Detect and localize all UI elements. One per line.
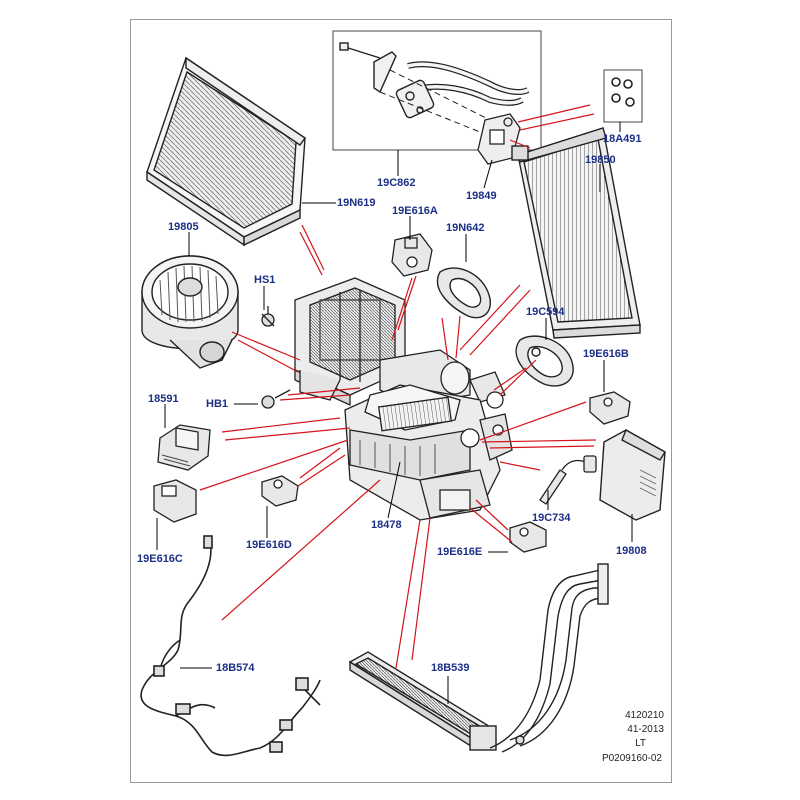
evaporator-icon: [511, 127, 641, 339]
callout-19e616b: 19E616B: [583, 348, 629, 360]
seal-19c594-icon: [515, 335, 574, 387]
expansion-valve-icon: [477, 113, 521, 165]
cabin-filter-icon: [146, 56, 306, 247]
reference-line-3: LT: [635, 738, 646, 749]
black-leader-lines: [156, 122, 633, 704]
callout-19805: 19805: [168, 221, 199, 233]
actuator-19e616c-icon: [153, 479, 197, 523]
blower-resistor-icon: [157, 424, 211, 471]
reference-line-4: P0209160-02: [601, 753, 662, 764]
temperature-sensor-icon: [539, 455, 597, 505]
wiring-harness-icon: [140, 535, 321, 757]
callout-18591: 18591: [148, 393, 179, 405]
callout-19n619: 19N619: [337, 197, 376, 209]
reference-line-2: 41-2013: [627, 724, 664, 735]
hvac-main-housing-icon: [344, 384, 513, 521]
actuator-19e616e-icon: [509, 521, 547, 553]
callout-19e616c: 19E616C: [137, 553, 183, 565]
heater-core-icon: [348, 651, 497, 751]
seal-19n642-icon: [436, 267, 491, 319]
callout-19e616a: 19E616A: [392, 205, 438, 217]
callout-19c862: 19C862: [377, 177, 416, 189]
callout-19c594: 19C594: [526, 306, 565, 318]
expansion-valve-pipe-icon: [339, 42, 530, 141]
callout-18478: 18478: [371, 519, 402, 531]
o-ring-kit-icon: [603, 69, 643, 123]
callout-19c734: 19C734: [532, 512, 571, 524]
callout-18b539: 18B539: [431, 662, 470, 674]
19c862-group-box: [332, 30, 542, 151]
blower-motor-icon: [141, 255, 239, 369]
callout-19850: 19850: [585, 154, 616, 166]
callout-18a491: 18A491: [603, 133, 642, 145]
callout-19e616d: 19E616D: [246, 539, 292, 551]
red-leader-lines: [199, 104, 597, 669]
actuator-19e616a-icon: [391, 233, 433, 277]
heater-pipes-icon: [489, 563, 609, 753]
callout-hb1: HB1: [206, 398, 229, 410]
callout-19808: 19808: [616, 545, 647, 557]
callout-19n642: 19N642: [446, 222, 485, 234]
screw-hs1-icon: [261, 306, 275, 327]
callout-18b574: 18B574: [216, 662, 255, 674]
screw-hb1-icon: [261, 389, 291, 409]
callout-19e616e: 19E616E: [437, 546, 483, 558]
actuator-19e616d-icon: [261, 475, 299, 507]
actuator-19e616b-icon: [589, 391, 631, 425]
control-module-icon: [599, 428, 666, 521]
callout-hs1: HS1: [254, 274, 276, 286]
reference-line-1: 4120210: [625, 710, 664, 721]
callout-19849: 19849: [466, 190, 497, 202]
